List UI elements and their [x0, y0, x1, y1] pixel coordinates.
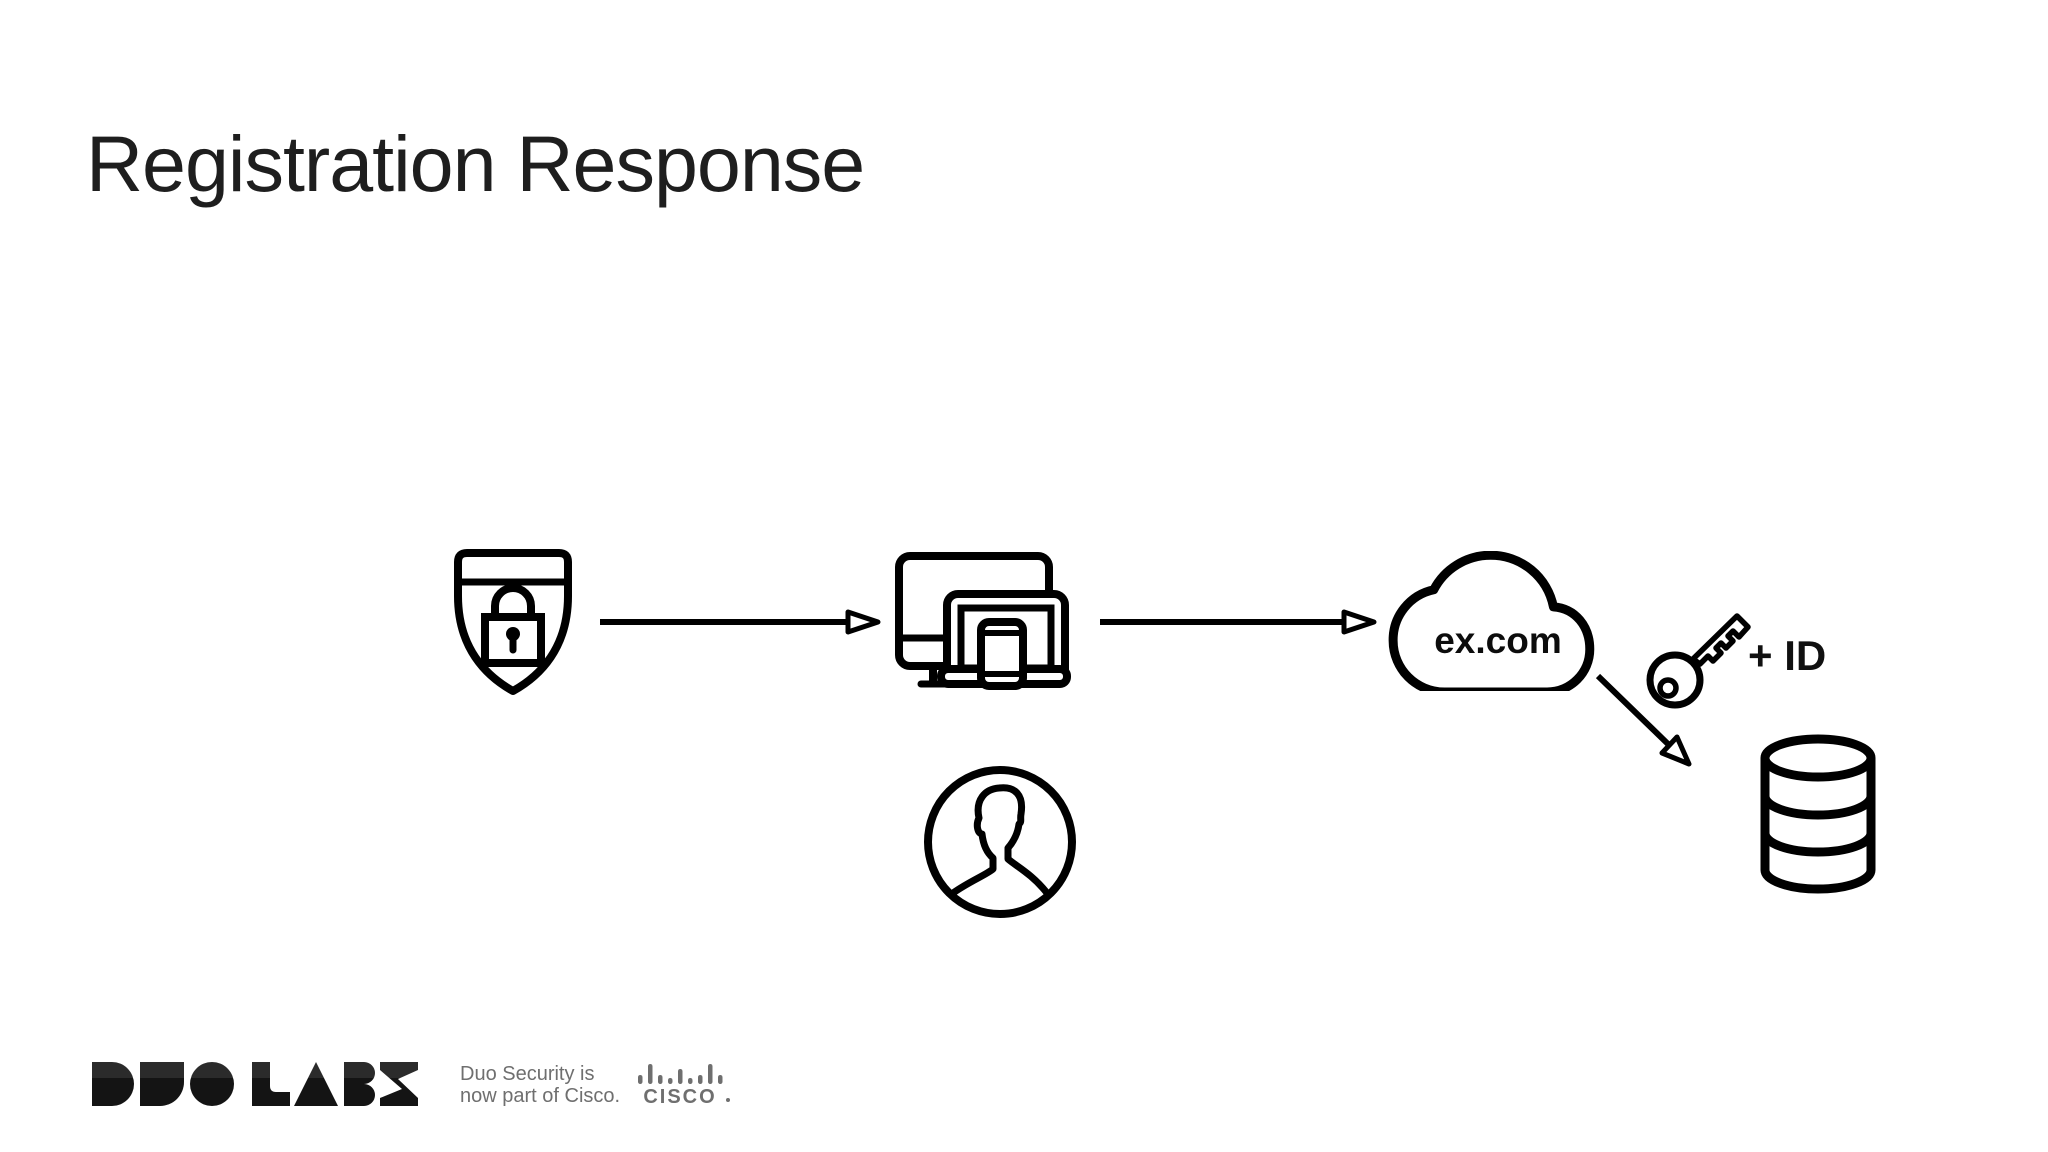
cisco-trademark-dot [726, 1098, 730, 1102]
cisco-logo-text: CISCO [643, 1086, 717, 1108]
arrow-diagonal-icon [1595, 673, 1692, 767]
footer-tagline-line1: Duo Security is [460, 1063, 595, 1085]
key-id-label: + ID [1748, 632, 1827, 679]
key-icon [1646, 613, 1751, 709]
footer-tagline-line2: now part of Cisco. [460, 1085, 621, 1107]
arrow-right-icon [600, 609, 881, 635]
shield-lock-icon [454, 549, 572, 695]
arrow-right-icon [1100, 609, 1377, 635]
duo-labs-logo [92, 1062, 418, 1106]
cloud-domain-label: ex.com [1434, 620, 1562, 661]
devices-icon [895, 552, 1071, 690]
cloud-icon [1388, 551, 1595, 691]
database-icon [1760, 734, 1876, 894]
user-avatar-icon [924, 766, 1076, 918]
footer-tagline: Duo Security is now part of Cisco. [460, 1063, 620, 1107]
page-title: Registration Response [86, 119, 865, 208]
cisco-bridge-icon [638, 1064, 723, 1084]
